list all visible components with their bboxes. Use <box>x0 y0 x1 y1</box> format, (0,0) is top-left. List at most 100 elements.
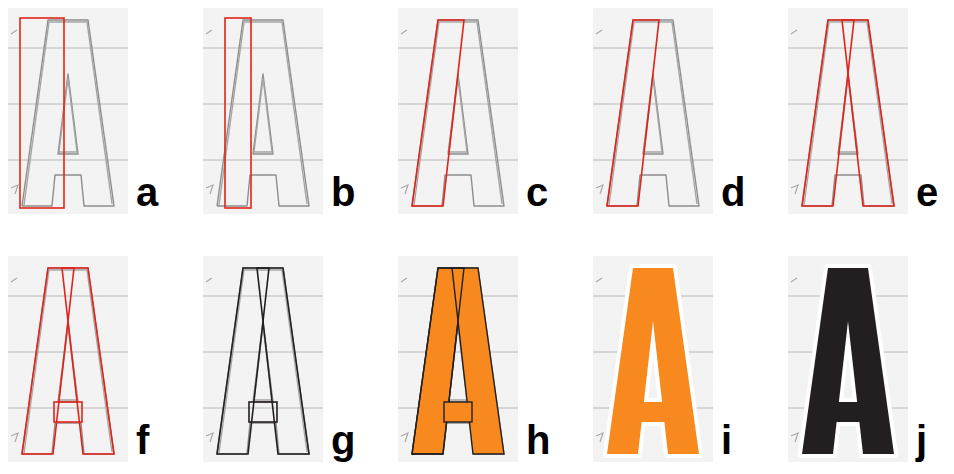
paper-texture <box>593 8 713 214</box>
sketch-paper <box>398 256 518 462</box>
sketch-paper <box>398 8 518 214</box>
guide-line <box>8 296 128 297</box>
crossbar-outline <box>54 402 82 422</box>
guide-line <box>398 104 518 105</box>
paper-texture <box>203 8 323 214</box>
step-letter: g <box>331 420 355 460</box>
guide-line <box>8 104 128 105</box>
step-letter: f <box>136 420 149 460</box>
pencil-mark <box>11 30 18 194</box>
left-leg-outline <box>217 268 269 454</box>
pencil-mark <box>401 278 408 442</box>
pencil-sketch <box>607 20 699 206</box>
step-letter: e <box>916 172 938 212</box>
pencil-mark <box>596 278 603 442</box>
step-letter: h <box>526 420 550 460</box>
pencil-mark <box>206 30 213 194</box>
solid-letter <box>802 268 894 454</box>
sketch-paper <box>8 8 128 214</box>
sketch-paper <box>203 256 323 462</box>
bounding-rectangle <box>20 18 64 208</box>
sketch-paper <box>593 256 713 462</box>
left-leg-outline <box>607 20 659 206</box>
white-halo <box>802 268 894 454</box>
step-panel <box>593 256 713 462</box>
guide-line <box>203 352 323 353</box>
paper-texture <box>203 256 323 462</box>
pencil-mark <box>11 278 18 442</box>
step-panel <box>593 8 713 214</box>
step-letter: j <box>916 420 927 460</box>
guide-line <box>8 160 128 161</box>
pencil-mark <box>596 30 603 194</box>
guide-line <box>203 296 323 297</box>
guide-line <box>203 104 323 105</box>
right-leg-outline <box>452 268 504 454</box>
pencil-sketch <box>412 268 504 454</box>
paper-texture <box>8 256 128 462</box>
paper-texture <box>398 256 518 462</box>
step-letter: d <box>721 172 745 212</box>
pencil-sketch <box>217 268 309 454</box>
sketch-paper <box>8 256 128 462</box>
left-leg-outline <box>802 20 854 206</box>
paper-texture <box>398 8 518 214</box>
step-letter: i <box>721 420 732 460</box>
pencil-mark <box>791 278 798 442</box>
pencil-sketch <box>22 268 114 454</box>
step-panel <box>788 8 908 214</box>
guide-line <box>203 408 323 409</box>
pencil-mark <box>791 30 798 194</box>
guide-line <box>788 160 908 161</box>
paper-texture <box>788 8 908 214</box>
pencil-sketch <box>802 268 894 454</box>
right-leg-outline <box>842 20 894 206</box>
step-letter: c <box>526 172 548 212</box>
step-panel <box>398 256 518 462</box>
guide-line <box>203 48 323 49</box>
left-leg-outline <box>412 20 464 206</box>
guide-line <box>398 160 518 161</box>
guide-line <box>8 352 128 353</box>
guide-line <box>203 160 323 161</box>
right-leg-outline <box>257 268 309 454</box>
step-letter: b <box>331 172 355 212</box>
pencil-mark <box>401 30 408 194</box>
guide-line <box>593 160 713 161</box>
step-panel <box>788 256 908 462</box>
step-panel <box>8 8 128 214</box>
crossbar-outline <box>444 402 472 422</box>
paper-texture <box>8 8 128 214</box>
pencil-sketch <box>217 20 309 206</box>
sketch-paper <box>788 256 908 462</box>
guide-line <box>398 352 518 353</box>
guide-line <box>593 104 713 105</box>
step-panel <box>203 256 323 462</box>
pencil-sketch <box>802 20 894 206</box>
guide-line <box>788 104 908 105</box>
crossbar-outline <box>249 402 277 422</box>
guide-line <box>593 48 713 49</box>
left-leg-outline <box>22 268 74 454</box>
sketch-paper <box>593 8 713 214</box>
pencil-sketch <box>607 268 699 454</box>
step-panel <box>8 256 128 462</box>
guide-line <box>788 48 908 49</box>
step-panel <box>398 8 518 214</box>
white-halo <box>607 268 699 454</box>
guide-line <box>8 408 128 409</box>
guide-line <box>398 48 518 49</box>
stroke-rectangle <box>225 18 251 208</box>
sketch-paper <box>203 8 323 214</box>
pencil-sketch <box>22 20 114 206</box>
right-leg-outline <box>62 268 114 454</box>
paper-texture <box>788 256 908 462</box>
pencil-sketch <box>412 20 504 206</box>
paper-texture <box>593 256 713 462</box>
step-letter: a <box>136 172 158 212</box>
pencil-mark <box>206 278 213 442</box>
step-panel <box>203 8 323 214</box>
guide-line <box>8 48 128 49</box>
sketch-paper <box>788 8 908 214</box>
